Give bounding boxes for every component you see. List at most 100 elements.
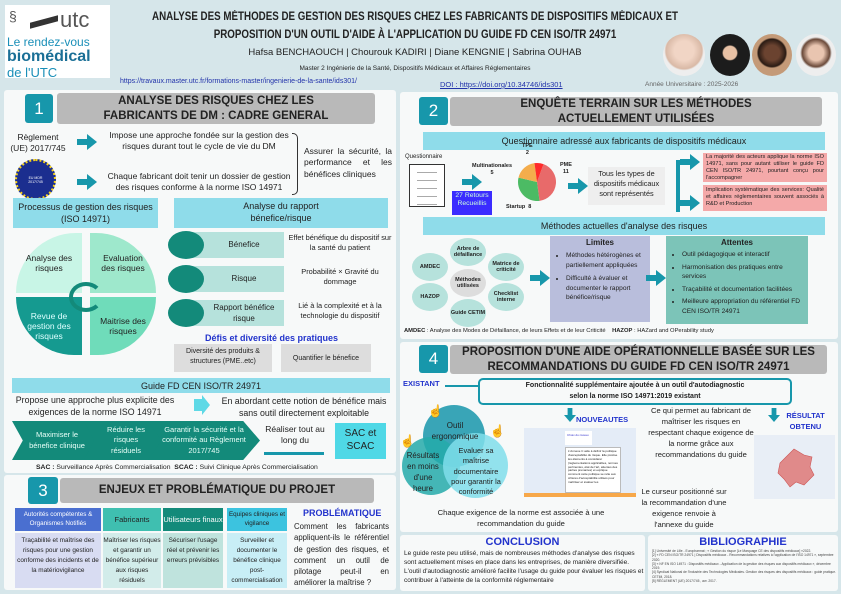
author-photo [796,34,836,76]
pie-chart [518,163,556,201]
stakeholder-header: Autorités compétentes & Organismes Notif… [15,508,101,531]
quadrant-label: Evaluation des risques [101,253,145,273]
rapport-header: Analyse du rapport bénefice/risque [174,198,388,228]
quadrant-label: Analyse des risques [25,253,73,273]
pie-label-value: 2 [525,149,529,156]
biblio-list: [1] Université de Lille - Europharmat ; … [652,549,836,583]
existant-line [445,385,478,387]
methodes-center: Méthodes utilisées [450,269,486,297]
tooltip-annex: L'Annexe C aide à définir la politique d… [565,447,621,493]
chevron-step: Garantir la sécurité et la conformité au… [148,421,260,460]
circle-marker [168,265,204,293]
legend-value: : Analyse des Modes de Défaillance, de l… [425,328,606,334]
rapport-row-desc: Lié à la complexité et à la technologie … [298,301,382,321]
rapport-row-desc: Effet bénéfique du dispositif sur la san… [288,233,392,253]
method-bubble: Matrice de criticité [488,253,524,281]
resultat-label: RÉSULTAT OBTENU [786,411,825,432]
cycle-icon [69,282,103,312]
method-bubble: Guide CETIM [450,299,486,327]
stakeholder-body: Maîtriser les risques et garantir un bén… [103,533,161,588]
circle-marker [168,231,204,259]
finding-box: Implication systématique des services: Q… [703,185,827,211]
biblio-item: [2] « FD CEN ISO/TR 24971 | Dispositifs … [652,553,834,562]
arrow-icon [680,154,700,170]
biblio-title: BIBLIOGRAPHIE [699,536,787,548]
radar-area [777,448,815,488]
stakeholder-body: Sécuriser l'usage réel et prévenir les e… [163,533,223,588]
impose-text: Impose une approche fondée sur la gestio… [109,130,289,152]
quadrant-label: Maitrise des risques [100,316,146,336]
legend-key: AMDEC [404,328,426,334]
tool-screenshot: Choix du niveau L'Annexe C aide à défini… [524,428,636,497]
doi-link[interactable]: DOI : https://doi.org/10.34746/ids301 [440,80,563,89]
section-1-title: ANALYSE DES RISQUES CHEZ LES FABRICANTS … [57,93,375,124]
logo-line2: biomédical [7,48,91,65]
propose-text: Propose une approche plus explicite des … [15,395,175,417]
methods-legend: AMDEC : Analyse des Modes de Défaillance… [404,328,714,334]
method-bubble: AMDEC [412,253,448,281]
flag-text: EU MDR 2017/745 [28,175,43,184]
alliance-logo-icon: § [9,8,17,24]
project-url[interactable]: https://travaux.master.utc.fr/formations… [120,78,357,85]
logo-top: utc [60,7,90,32]
arrow-icon [568,178,588,194]
poster-title: ANALYSE DES MÉTHODES DE GESTION DES RISQ… [118,8,713,44]
venn-label: Outil ergonomique [431,421,479,442]
tous-box: Tous les types de dispositifs médicaux s… [588,167,665,205]
limites-box: Limites Méthodes hétérogènes et partiell… [550,236,650,322]
retours-box: 27 Retours Recueillis [452,191,492,215]
questionnaire-header: Questionnaire adressé aux fabricants de … [423,132,825,150]
select-box[interactable]: Choix du niveau [565,431,592,445]
attentes-item: Harmonisation des pratiques entre servic… [682,263,802,282]
processus-header: Processus de gestion des risques (ISO 14… [13,198,158,228]
arrow-icon [77,134,97,150]
section-4-title: PROPOSITION D'UNE AIDE OPÉRATIONNELLE BA… [450,345,827,374]
hand-cursor-icon: ☝ [490,424,505,438]
legend-value: : HAZard and OPerability study [632,328,714,334]
quadrant-label: Revue de gestion des risques [27,311,71,341]
questionnaire-doc-icon [409,164,445,207]
curseur-text: Le curseur positionné sur la recommandat… [641,487,727,529]
circle-marker [168,299,204,327]
defi-box: Diversité des produits & structures (PME… [174,344,272,372]
stakeholder-body: Traçabilité et maîtrise des risques pour… [15,533,101,588]
chaque-text: Chaque fabricant doit tenir un dossier d… [107,171,291,193]
attentes-box: Attentes Outil pédagogique et interactif… [666,236,808,324]
radar-chart-result [754,435,835,499]
pie-label-name: TPE [522,143,533,149]
rapport-row-label: Rapport bénéfice risque [213,302,275,323]
legend-key: HAZOP [612,328,633,334]
author-photo [710,34,750,76]
pie-label-value: 11 [563,168,569,175]
pie-slice-multinationales [518,163,537,182]
hand-cursor-icon: ☝ [428,404,443,418]
pie-label-value: 8 [528,204,532,210]
stakeholder-header: Fabricants [103,508,161,531]
logo-line1: Le rendez-vous [7,35,90,49]
biblio-panel [648,535,838,591]
legend-value: Suivi Clinique Après Commercialisation [199,464,318,471]
pie-label-name: Multinationales [472,163,513,169]
brace-icon [292,133,298,195]
rapport-row-label: Risque [231,274,257,284]
biblio-item: [4] Syndicat National de l'Industrie des… [652,570,837,579]
limites-title: Limites [585,238,614,247]
pie-slice-startup [518,177,540,201]
limites-item: Méthodes hétérogènes et partiellement ap… [566,251,644,270]
pie-label-name: PME [560,162,572,168]
method-bubble: Checklist interne [488,283,524,311]
biblio-item: [5] RÈGLEMENT (UE) 2017/745 , avr. 2017. [652,578,717,583]
title-line2: PROPOSITION D'UN OUTIL D'AIDE À L'APPLIC… [213,29,617,41]
limites-item: Difficulté à évaluer et documenter le ra… [566,274,644,303]
hand-cursor-icon: ☝ [400,434,415,448]
questionnaire-label: Questionnaire [405,154,443,160]
venn-circle [443,433,508,498]
method-bubble: HAZOP [412,283,448,311]
eu-flag-icon: EU MDR 2017/745 [15,159,56,200]
arrow-icon [194,395,210,415]
nouveautes-label: NOUVEAUTES [576,415,629,424]
logo-line3: de l'UTC [7,65,58,80]
